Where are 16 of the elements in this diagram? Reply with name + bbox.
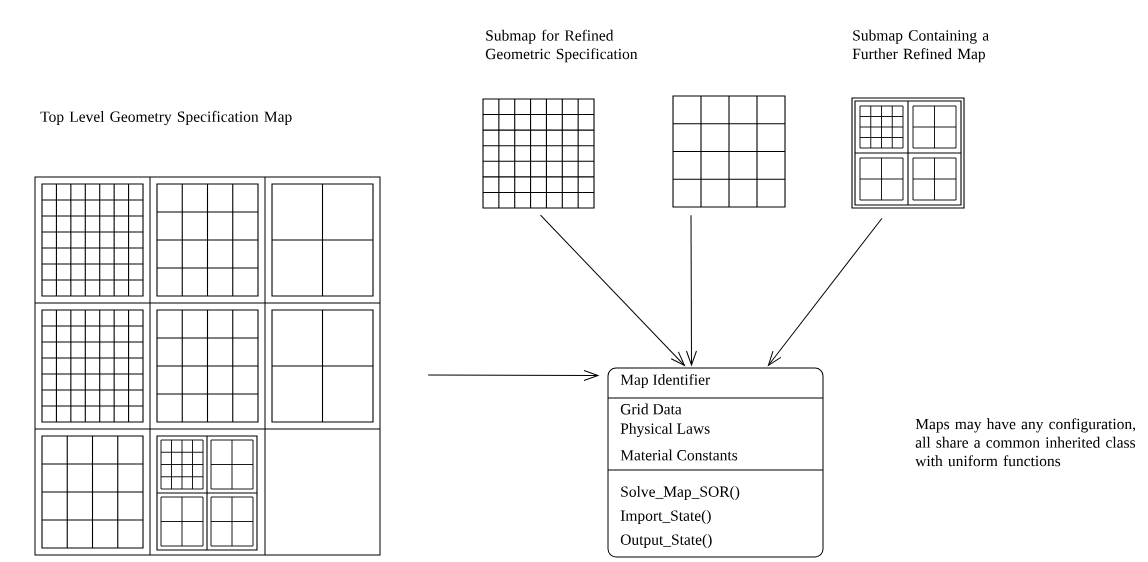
attribute: Grid Data: [620, 403, 682, 415]
map-heading: Submap for Refined Geometric Specification: [485, 29, 638, 63]
map-heading: Submap Containing a Further Refined Map: [852, 29, 989, 63]
method: Output_State(): [620, 534, 712, 549]
method: Solve_Map_SOR(): [621, 486, 740, 501]
class-name: Map Identifier: [620, 373, 711, 389]
attribute: Material Constants: [620, 449, 738, 461]
attribute: Physical Laws: [620, 422, 710, 438]
method: Import_State(): [620, 510, 711, 525]
arrow: [540, 214, 685, 366]
note: Maps may have any configuration, all share a common inherited class with uniform functions: [915, 418, 1136, 467]
arrow: [685, 214, 697, 366]
arrow: [427, 369, 599, 381]
arrow: [767, 217, 883, 366]
grid-drawing: [672, 95, 786, 208]
map-heading: Top Level Geometry Specification Map: [40, 110, 292, 126]
